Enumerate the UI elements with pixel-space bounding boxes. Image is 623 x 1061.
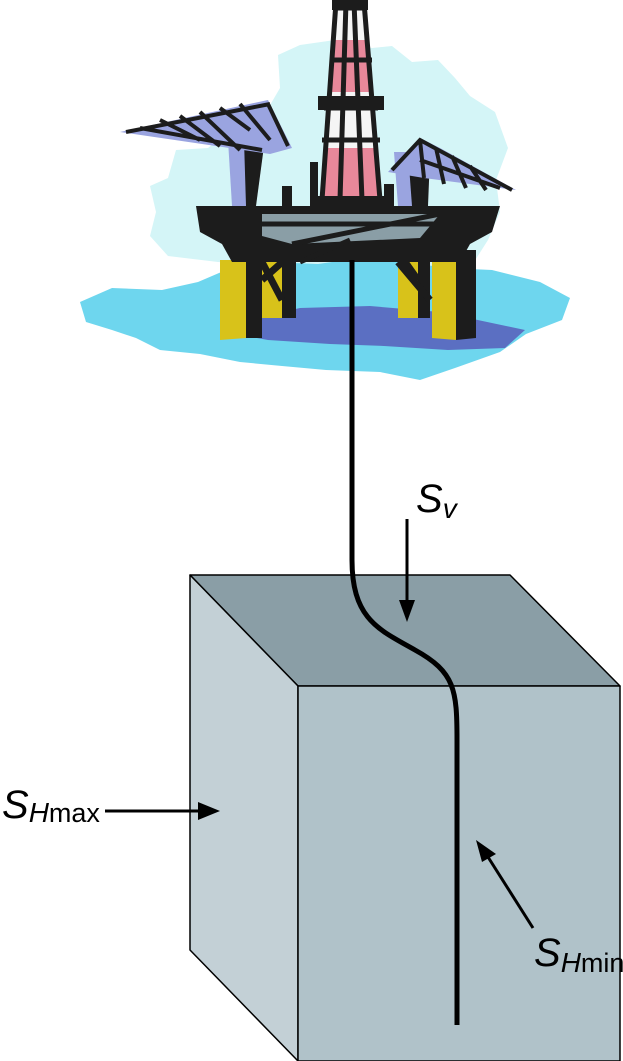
label-sv-subscript: v (443, 493, 459, 524)
derrick-base (316, 196, 388, 210)
rig-leg-front-left (220, 260, 246, 340)
label-shmin-symbol: S (534, 931, 561, 975)
derrick-platform (318, 96, 384, 110)
deck-building (282, 186, 292, 208)
label-shmax-subscript-max: max (49, 798, 101, 828)
label-shmax-symbol: S (2, 783, 29, 827)
label-shmin-subscript-h: H (561, 947, 582, 978)
arrow-sv (399, 519, 415, 622)
block-left-face (189, 574, 299, 1061)
offshore-rig-illustration (80, 0, 570, 380)
label-sv: Sv (416, 477, 459, 524)
rock-block (189, 574, 621, 1061)
label-shmax: SHmax (2, 783, 100, 828)
arrow-shmax (105, 802, 220, 820)
rig-leg-front-right (432, 262, 456, 340)
deck-building (310, 162, 318, 208)
rig-leg-shadow (282, 250, 296, 318)
wellbore (349, 260, 460, 1025)
rig-bracing (258, 247, 433, 303)
label-sv-symbol: S (416, 477, 443, 521)
rig-leg-shadow (456, 250, 476, 340)
rig-deck-lines (262, 211, 441, 265)
derrick-crown (332, 0, 368, 10)
label-shmin: SHmin (534, 931, 623, 978)
crane-left-lattice (125, 102, 290, 152)
derrick-tower-white-top (334, 2, 366, 40)
rig-leg-shadow (246, 250, 262, 338)
deck-building (384, 184, 394, 208)
label-shmax-subscript-h: H (29, 797, 50, 828)
label-shmin-subscript-min: min (581, 948, 623, 978)
crane-left-body-shadow (244, 140, 264, 206)
arrow-shmin (476, 840, 535, 929)
crane-right-lattice (390, 137, 513, 192)
